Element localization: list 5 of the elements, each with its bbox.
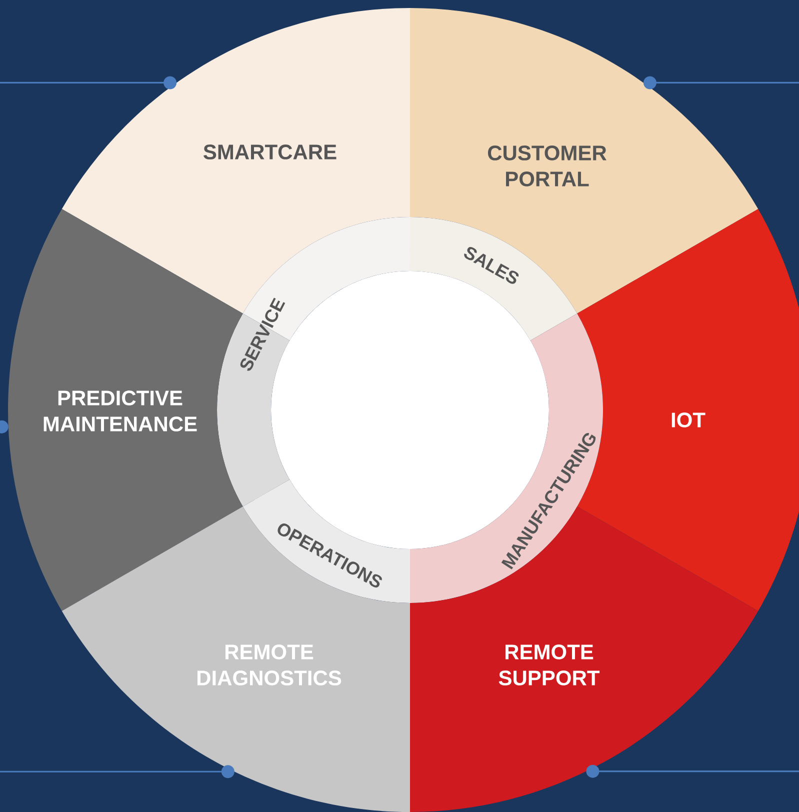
connector-line	[0, 76, 177, 90]
connector-line	[586, 764, 799, 778]
connector-line	[0, 420, 8, 434]
connector-line	[0, 765, 234, 778]
connector-line	[643, 76, 799, 90]
